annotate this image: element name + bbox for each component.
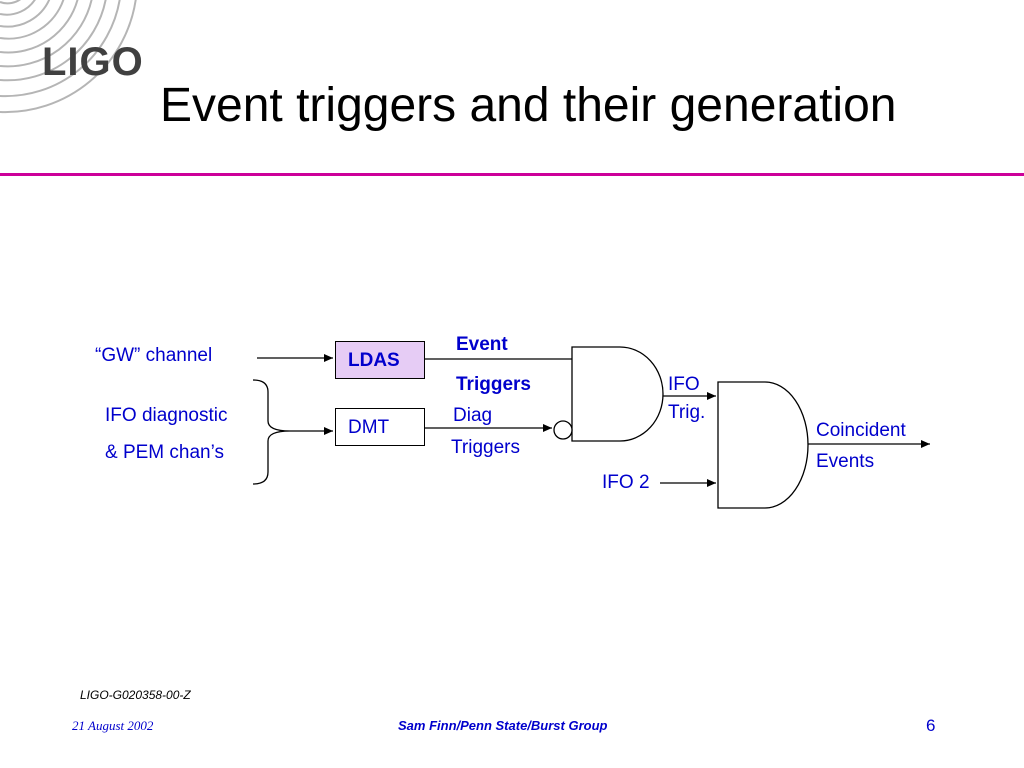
slide-title: Event triggers and their generation: [160, 79, 897, 132]
title-divider: [0, 173, 1024, 176]
trig-label: Trig.: [668, 402, 706, 423]
inverter-bubble: [553, 420, 573, 440]
dmt-block: DMT: [335, 408, 425, 446]
diag-triggers-label: Triggers: [451, 437, 520, 458]
events-label: Events: [816, 451, 875, 472]
footer-author: Sam Finn/Penn State/Burst Group: [398, 718, 608, 733]
input-brace: [252, 379, 291, 485]
and-gate-coincidence: [717, 381, 809, 509]
diag-label: Diag: [453, 405, 493, 426]
coincident-label: Coincident: [816, 420, 906, 441]
event-label: Event: [456, 334, 508, 355]
ldas-block: LDAS: [335, 341, 425, 379]
and-gate-ifo: [571, 346, 664, 442]
pem-channels-label: & PEM chan’s: [105, 442, 224, 463]
event-triggers-label: Triggers: [456, 374, 531, 395]
ifo-label: IFO: [668, 374, 700, 395]
ligo-logo: LIGO: [42, 40, 144, 84]
footer-date: 21 August 2002: [72, 718, 154, 733]
ifo2-label: IFO 2: [602, 472, 650, 493]
document-id: LIGO-G020358-00-Z: [80, 688, 191, 702]
logo-arcs-graphic: [0, 0, 137, 114]
gw-channel-label: “GW” channel: [95, 345, 213, 366]
page-number: 6: [926, 716, 936, 735]
ifo-diagnostic-label: IFO diagnostic: [105, 405, 228, 426]
